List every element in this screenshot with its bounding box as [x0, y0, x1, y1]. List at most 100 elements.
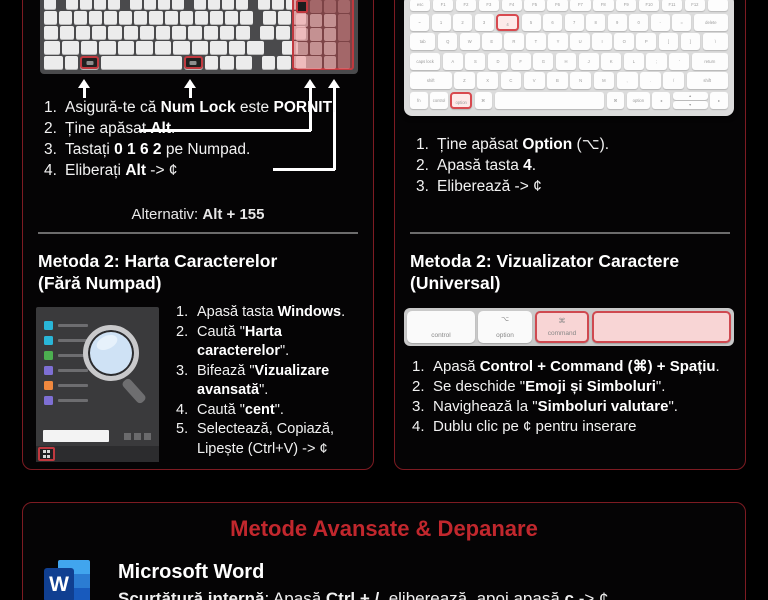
- list-item: 2. Apasă tasta 4.: [416, 155, 716, 176]
- character-map-steps: 1. Apasă tasta Windows. 2. Caută "Harta …: [176, 303, 361, 459]
- left-method2-heading: Metoda 2: Harta Caracterelor (Fără Numpa…: [38, 250, 358, 294]
- numpad-key-1: [296, 42, 309, 55]
- color-swatch: [44, 336, 53, 345]
- numpad-highlight-region: [292, 0, 354, 70]
- key: [140, 26, 154, 39]
- key: [59, 11, 73, 24]
- list-text: Caută "Harta caracterelor".: [197, 323, 290, 360]
- list-number: 5.: [176, 421, 189, 437]
- list-text: Navighează la "Simboluri valutare".: [433, 398, 678, 415]
- mac-key-h: H: [555, 52, 577, 70]
- key: [99, 41, 116, 54]
- list-text: Apasă tasta 4.: [437, 157, 537, 174]
- search-input[interactable]: [43, 430, 109, 442]
- numpad-key-9: [323, 14, 337, 27]
- alternative-value: Alt + 155: [202, 206, 265, 223]
- mac-key-comma: ,: [616, 72, 638, 89]
- key: [108, 26, 122, 39]
- mac-key-i: I: [592, 33, 612, 50]
- spacer: [274, 41, 280, 54]
- mac-key-return: return: [691, 52, 728, 70]
- mac-key-arrow-right: ▸: [710, 91, 729, 109]
- mac-key-8: 8: [586, 13, 606, 31]
- mac-key-touchid: [707, 0, 728, 11]
- key: [80, 0, 92, 9]
- mac-key-t: T: [526, 33, 546, 50]
- spacer: [122, 0, 128, 9]
- key: [272, 0, 284, 9]
- list-number: 3.: [176, 362, 189, 379]
- key-menu: [220, 56, 234, 69]
- right-method2-heading-line1: Metoda 2: Vizualizator Caractere: [410, 251, 680, 271]
- key: [172, 26, 186, 39]
- alternative-alt-code: Alternativ: Alt + 155: [22, 206, 374, 223]
- list-text: Ține apăsat Option (⌥).: [437, 136, 610, 153]
- mac-key-f11: F11: [661, 0, 683, 11]
- list-text: Apasă tasta Windows.: [197, 304, 346, 320]
- full-size-windows-keyboard: [40, 0, 358, 74]
- strip-key-space-highlighted: [592, 311, 731, 343]
- mac-key-option-right: option: [626, 91, 650, 109]
- list-item: 2. Se deschide "Emoji și Simboluri".: [412, 377, 732, 397]
- list-text: Eliberați Alt -> ¢: [65, 162, 178, 179]
- key: [154, 41, 172, 54]
- arrow-to-numpad-a-stem-v: [309, 88, 312, 131]
- mac-key-equal: =: [672, 13, 692, 31]
- alternative-label: Alternativ:: [131, 206, 203, 223]
- mac-key-r: R: [504, 33, 524, 50]
- key: [247, 41, 264, 54]
- key: [179, 11, 193, 24]
- mac-key-q: Q: [437, 33, 458, 50]
- key: [92, 26, 106, 39]
- mac-key-minus: -: [650, 13, 670, 31]
- mac-key-d: D: [487, 52, 509, 70]
- mac-key-f5: F5: [524, 0, 545, 11]
- key: [156, 26, 170, 39]
- list-item: 5. Selectează, Copiază, Lipește (Ctrl+V)…: [176, 420, 361, 459]
- numpad-key-numlock: [296, 0, 309, 13]
- mac-key-shift-right: shift: [686, 72, 728, 89]
- mac-key-shift-left: shift: [410, 72, 452, 89]
- mac-key-m: M: [593, 72, 615, 89]
- keyboard-row-function: esc F1 F2 F3 F4 F5 F6 F7 F8 F9 F10 F11 F…: [410, 0, 728, 11]
- advanced-methods-panel: [22, 502, 746, 600]
- keyboard-row-bottom: shift Z X C V B N M , . / shift: [410, 72, 728, 89]
- windows-start-button[interactable]: [38, 447, 55, 461]
- key: [44, 41, 61, 54]
- keyboard-row: [44, 11, 354, 24]
- mac-key-f3: F3: [478, 0, 500, 11]
- keyboard-row-numbers: ~ 1 2 3 4 5 6 7 8 9 0 - = delete: [410, 13, 728, 31]
- mac-key-p: P: [636, 33, 657, 50]
- arrow-to-left-alt-stem: [83, 88, 86, 98]
- windows-logo-icon: [42, 450, 51, 458]
- right-method2-heading: Metoda 2: Vizualizator Caractere (Univer…: [410, 250, 740, 294]
- mac-key-l: L: [623, 52, 644, 70]
- key: [60, 26, 74, 39]
- key: [89, 11, 103, 24]
- mac-arrow-cluster: ▴ ▾: [672, 91, 708, 109]
- mac-key-f7: F7: [570, 0, 591, 11]
- mac-key-b: B: [547, 72, 568, 89]
- word-shortcut-tip: Scurtătură internă: Apasă Ctrl + /, elib…: [118, 589, 609, 600]
- list-number: 1.: [176, 304, 189, 320]
- mac-key-arrow-down: ▾: [672, 100, 708, 109]
- list-row: [44, 336, 88, 345]
- mac-key-6: 6: [543, 13, 563, 31]
- list-text: Selectează, Copiază, Lipește (Ctrl+V) ->…: [197, 421, 335, 457]
- spacer: [186, 0, 192, 9]
- list-number: 3.: [416, 178, 429, 195]
- arrow-to-right-alt: [184, 79, 196, 88]
- list-number: 1.: [416, 136, 429, 153]
- mac-key-arrow-up: ▴: [672, 91, 708, 100]
- mac-key-f10: F10: [638, 0, 660, 11]
- key: [164, 11, 178, 24]
- list-text: Ține apăsat Alt.: [65, 120, 176, 137]
- mac-key-f2: F2: [455, 0, 477, 11]
- mac-key-y: Y: [548, 33, 568, 50]
- mac-key-backslash: \: [702, 33, 729, 50]
- mac-key-fn: fn: [410, 91, 428, 109]
- key: [277, 11, 291, 24]
- list-number: 2.: [176, 323, 189, 340]
- spacer: [266, 41, 272, 54]
- list-row: [44, 366, 88, 375]
